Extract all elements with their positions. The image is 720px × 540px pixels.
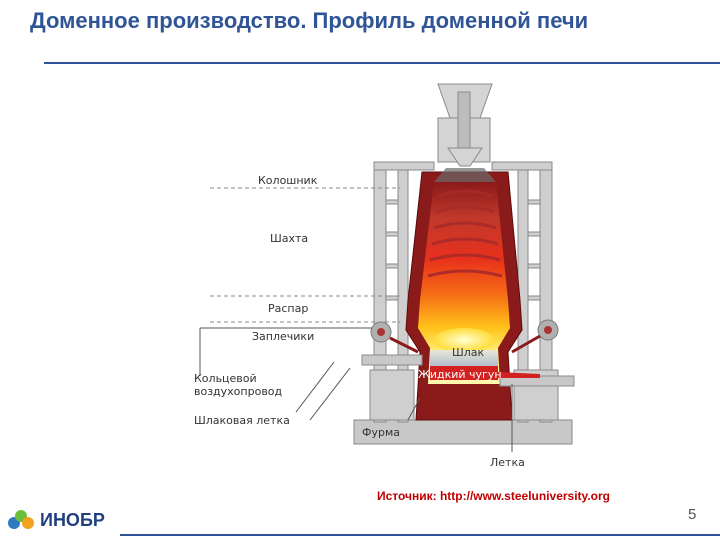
label-taphole: Летка [490, 456, 525, 469]
slide-title: Доменное производство. Профиль доменной … [30, 8, 589, 33]
cohesive-zone [434, 328, 494, 352]
label-liquid-iron: Жидкий чугун [418, 368, 502, 381]
footer-divider [120, 534, 720, 536]
liquid-iron-layer [430, 366, 498, 380]
label-ring-main: Кольцевой [194, 372, 257, 385]
logo-text: ИНОБР [40, 509, 105, 530]
source-note: Источник: http://www.steeluniversity.org [377, 489, 610, 503]
label-bosh-belly: Распар [268, 302, 308, 315]
slag-notch-pipe [361, 354, 423, 366]
inobr-logo: ИНОБР [6, 506, 105, 534]
charging-apparatus [437, 83, 493, 167]
burden-layers [427, 189, 503, 278]
slag-layer [430, 350, 498, 366]
label-slag-notch: Шлаковая летка [194, 414, 290, 427]
title-divider [44, 62, 720, 64]
base-slab [353, 419, 573, 445]
logo-icon [8, 510, 34, 529]
zone-lines [210, 187, 400, 323]
bustle-pipe-core [377, 326, 552, 336]
leader-lines [199, 327, 513, 452]
label-bosh: Заплечики [252, 330, 314, 343]
label-slag: Шлак [452, 346, 485, 359]
top-cone [434, 168, 496, 182]
label-top: Колошник [258, 174, 318, 187]
page-number: 5 [688, 506, 697, 523]
iron-stream [498, 372, 540, 378]
label-ring-main-2: воздухопровод [194, 385, 283, 398]
label-shaft: Шахта [270, 232, 308, 245]
label-ring-main-line1: Кольцевой [194, 372, 257, 385]
tuyere-pipes [389, 334, 541, 354]
label-tuyere: Фурма [362, 426, 400, 439]
